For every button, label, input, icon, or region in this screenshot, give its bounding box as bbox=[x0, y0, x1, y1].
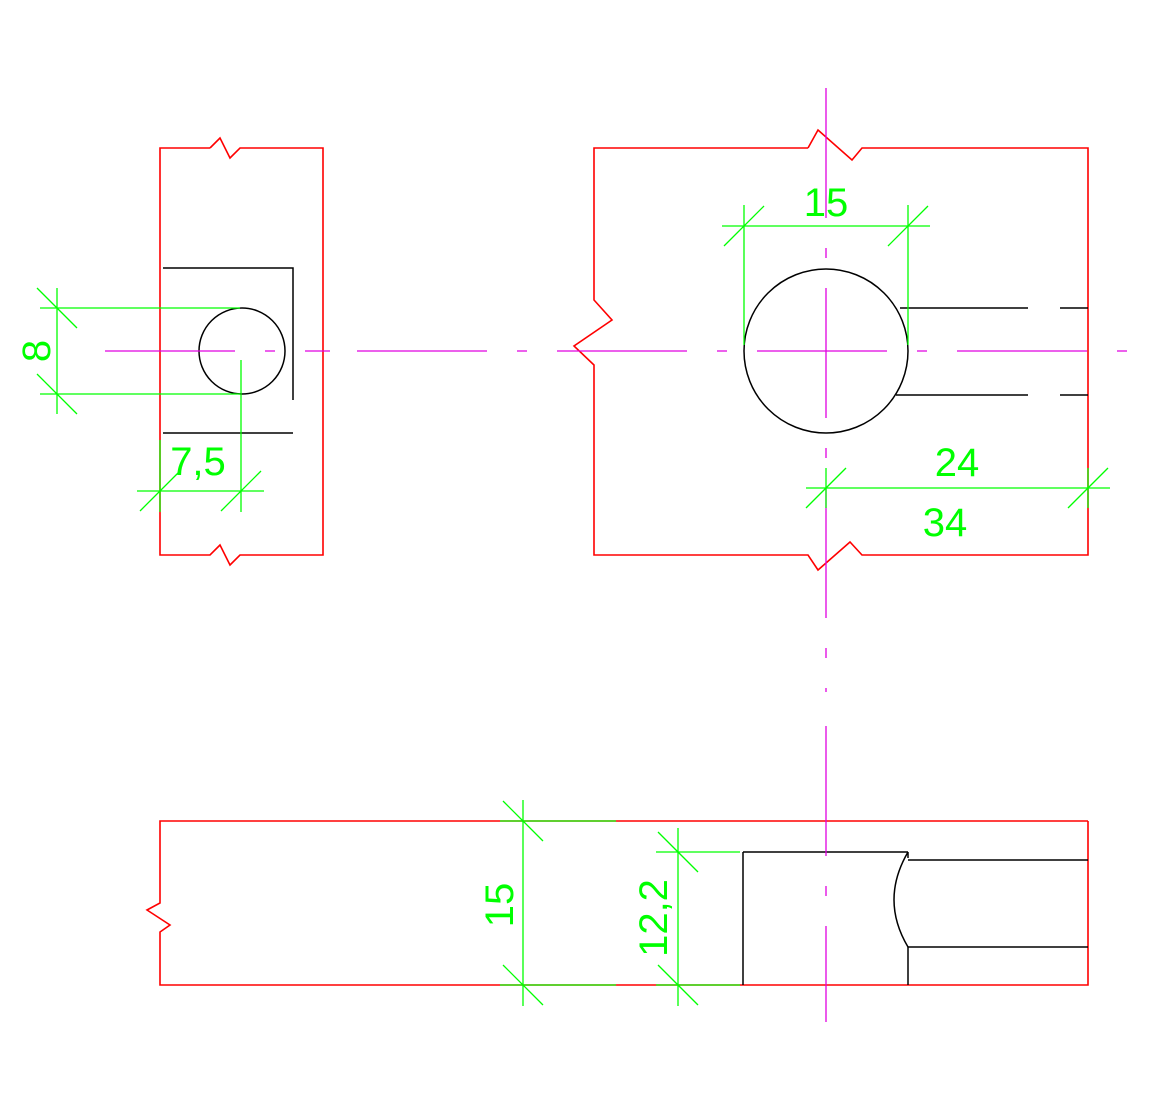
front-view-outline bbox=[572, 128, 1089, 572]
dimension-side-width-label: 7,5 bbox=[170, 440, 226, 484]
dimension-side-height-label: 8 bbox=[15, 340, 59, 362]
dimension-top-total-height-label: 15 bbox=[478, 883, 522, 928]
side-view: 8 7,5 bbox=[15, 136, 330, 567]
top-view-outline bbox=[145, 820, 1089, 986]
front-view-hole bbox=[743, 268, 909, 434]
side-view-outline bbox=[159, 136, 324, 567]
dimension-top-inner-height: 12,2 bbox=[632, 828, 740, 1006]
side-view-bracket bbox=[163, 267, 294, 400]
dimension-slot-offset-label: 24 bbox=[935, 441, 980, 485]
dimension-side-width: 7,5 bbox=[137, 360, 264, 512]
dimension-overall-offset-label: 34 bbox=[923, 501, 968, 545]
dimension-top-total-height: 15 bbox=[478, 800, 616, 1006]
dimension-top-inner-height-label: 12,2 bbox=[632, 879, 676, 957]
dimension-slot-offset: 24 34 bbox=[805, 441, 1110, 545]
dimension-side-height: 8 bbox=[15, 287, 240, 415]
top-view-bore-arc bbox=[893, 851, 909, 948]
top-view: 15 12,2 bbox=[145, 726, 1089, 1022]
dimension-hole-diameter-label: 15 bbox=[804, 181, 849, 225]
dimension-hole-diameter: 15 bbox=[722, 181, 930, 345]
front-view: 15 24 34 bbox=[357, 88, 1145, 692]
